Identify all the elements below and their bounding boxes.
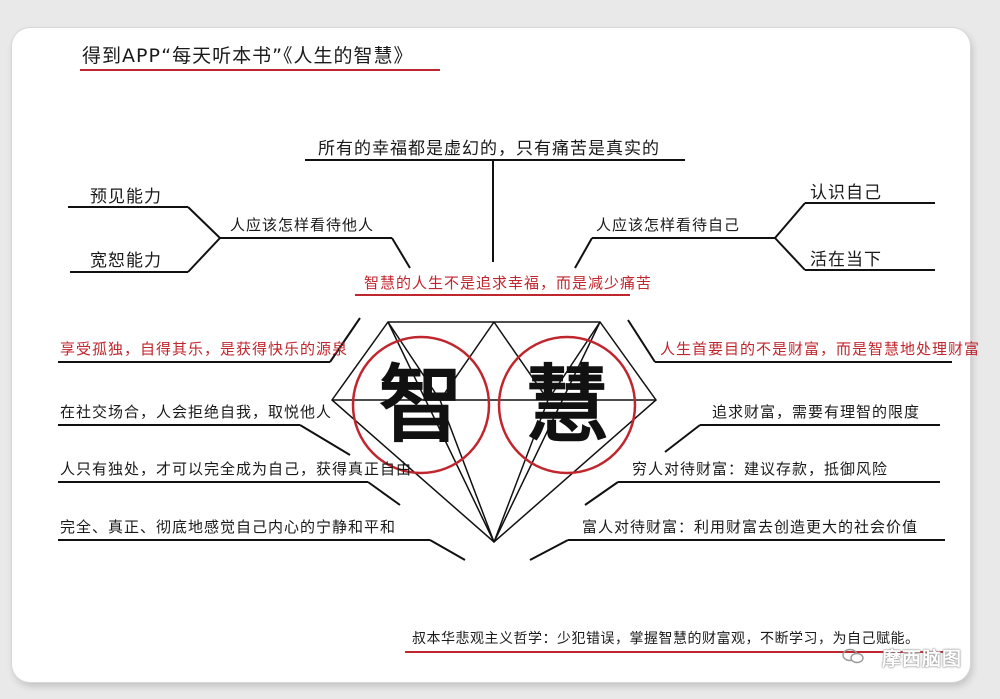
left-lower-item: 完全、真正、彻底地感觉自己内心的宁静和平和 (60, 518, 397, 536)
footer-summary: 叔本华悲观主义哲学：少犯错误，掌握智慧的财富观，不断学习，为自己赋能。 (412, 631, 920, 647)
top-branch-label: 所有的幸福都是虚幻的，只有痛苦是真实的 (318, 139, 660, 159)
left-upper-hub: 人应该怎样看待他人 (230, 216, 375, 234)
glyph-hui: 慧 (524, 355, 609, 454)
right-upper-hub: 人应该怎样看待自己 (596, 216, 741, 234)
right-upper-item: 认识自己 (810, 183, 882, 203)
left-lower-item: 人只有独处，才可以完全成为自己，获得真正自由 (60, 460, 413, 478)
left-lower-header: 享受孤独，自得其乐，是获得快乐的源泉 (60, 340, 349, 358)
wechat-icon (842, 648, 864, 664)
page-title: 得到APP“每天听本书”《人生的智慧》 (82, 45, 414, 67)
glyph-zhi: 智 (378, 355, 463, 454)
watermark: 摩西脑图 (881, 648, 962, 670)
left-upper-item: 预见能力 (90, 187, 162, 207)
right-lower-item: 富人对待财富：利用财富去创造更大的社会价值 (582, 518, 919, 536)
left-upper-item: 宽恕能力 (90, 251, 162, 271)
right-lower-item: 追求财富，需要有理智的限度 (712, 403, 921, 421)
mindmap-card (12, 28, 970, 682)
right-lower-item: 穷人对待财富：建议存款，抵御风险 (632, 460, 889, 478)
right-lower-header: 人生首要目的不是财富，而是智慧地处理财富 (660, 340, 981, 358)
left-lower-item: 在社交场合，人会拒绝自我，取悦他人 (60, 403, 333, 421)
right-upper-item: 活在当下 (810, 250, 882, 270)
center-claim: 智慧的人生不是追求幸福，而是减少痛苦 (364, 274, 653, 292)
